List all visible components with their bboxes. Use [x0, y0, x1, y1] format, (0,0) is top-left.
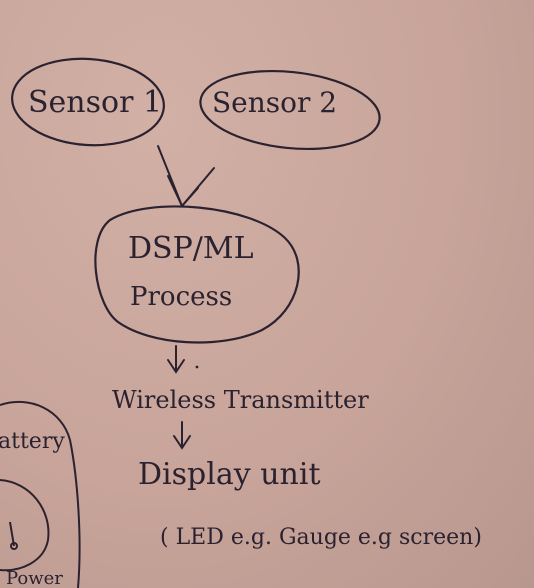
arrow-to-display	[173, 421, 191, 450]
dsp-ml-label: DSP/ML	[128, 231, 254, 266]
sensor-2-node	[199, 69, 381, 151]
dsp-ml-process-node	[94, 205, 300, 344]
battery-circle	[0, 479, 50, 572]
battery-label-fragment: attery	[0, 429, 65, 454]
process-label: Process	[130, 282, 232, 312]
bottom-label-fragment: Power	[6, 568, 63, 588]
display-unit-label: Display unit	[138, 457, 321, 492]
display-note-label: ( LED e.g. Gauge e.g screen)	[160, 525, 482, 550]
converge-arrow	[157, 145, 215, 208]
sensor-2-label: Sensor 2	[212, 86, 337, 119]
sensor-1-label: Sensor 1	[28, 85, 162, 120]
battery-terminal-icon	[9, 521, 18, 550]
arrow-to-transmitter	[167, 345, 185, 374]
sensor-1-node	[11, 57, 165, 147]
battery-outline	[0, 400, 81, 588]
wireless-transmitter-label: Wireless Transmitter	[112, 386, 369, 414]
